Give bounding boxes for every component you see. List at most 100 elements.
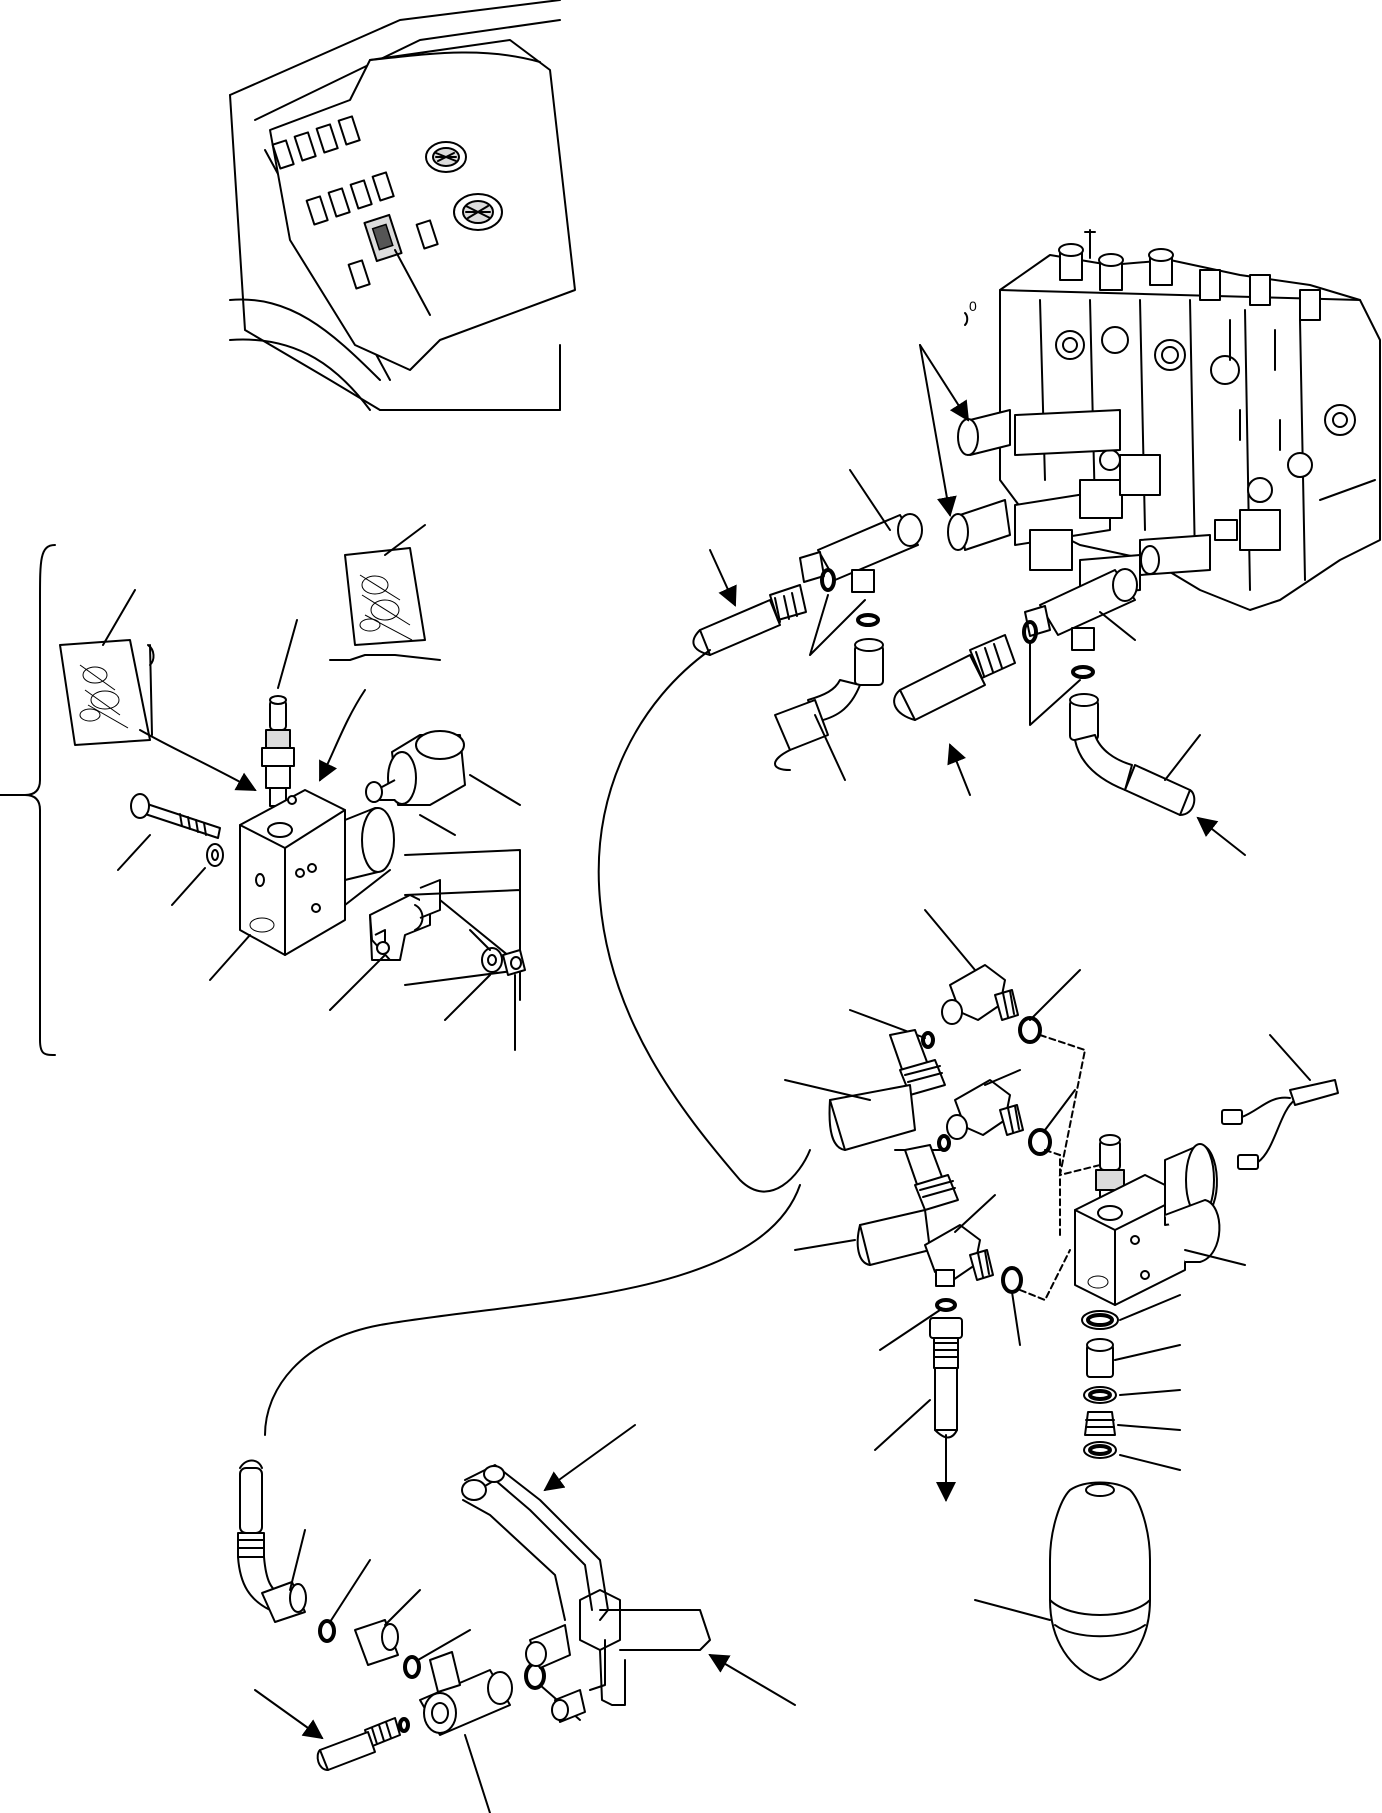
leader-acc-ring-3 <box>1119 1454 1181 1471</box>
hose-end-upper <box>784 1029 946 1151</box>
elbow-fitting-upper <box>849 909 1081 1049</box>
diagram-label: 0 <box>969 298 977 314</box>
o-ring <box>398 1717 410 1733</box>
mounting-bracket <box>329 879 441 1011</box>
solenoid-coil-back <box>344 807 395 906</box>
leader-bolt <box>117 834 151 871</box>
leader-tee-upper <box>849 469 891 531</box>
leader-adapter <box>1114 1344 1181 1361</box>
leader-hose-end-lower <box>874 1399 931 1451</box>
solenoid-valve-assembly <box>0 524 526 1056</box>
leader-o-ring-lower <box>1011 1291 1021 1346</box>
block-ports <box>947 409 1211 596</box>
o-ring <box>318 1619 336 1643</box>
leader-tee-right <box>1099 611 1136 641</box>
switch-row-lower <box>347 213 439 290</box>
o-ring <box>921 1031 935 1049</box>
leader-hose-loop <box>814 714 846 781</box>
connector-lower <box>1237 1154 1259 1170</box>
leader-hose-end-upper <box>784 1079 871 1101</box>
elbow-fitting-middle <box>894 1069 1076 1156</box>
valve-block <box>209 789 346 981</box>
hose-elbow-right <box>1069 693 1246 856</box>
o-ring <box>1001 1266 1023 1294</box>
arrow-port-upper <box>919 344 970 422</box>
switch-panel <box>229 0 576 411</box>
leader-elbow-lower <box>954 1194 996 1233</box>
accumulator-stack <box>974 1294 1181 1681</box>
hose-end-lower <box>874 1317 963 1502</box>
hose-loop-lower <box>264 1184 801 1436</box>
leader-valve-block <box>209 934 251 981</box>
elbow-fitting-lower <box>879 1194 1023 1351</box>
hose-elbow-upper <box>774 638 884 771</box>
leader-o-ring-middle <box>1044 1089 1076 1131</box>
leader-acc-ring-2 <box>1119 1389 1181 1396</box>
adapter-lower <box>354 1589 421 1666</box>
control-valve-block: 0 <box>919 229 1381 611</box>
connector-upper <box>1221 1109 1243 1125</box>
hose-lower-left <box>237 1459 307 1623</box>
nut-axis <box>469 929 491 951</box>
leader-sealant-left <box>102 589 136 646</box>
o-ring <box>937 1134 951 1152</box>
leader-adapter-lower <box>384 1589 421 1626</box>
tee-fitting-lower <box>419 1651 513 1813</box>
leader-elbow-upper <box>924 909 976 971</box>
leader-o-ring-lower-2 <box>417 1629 471 1661</box>
leader-cable <box>1269 1034 1311 1081</box>
o-ring <box>935 1298 957 1312</box>
o-ring <box>1018 1016 1042 1044</box>
leader-sealant-right <box>384 524 426 556</box>
solenoid-valve-right <box>1074 1034 1339 1306</box>
leader-bracket <box>329 954 386 1011</box>
tee-fitting-right <box>1024 568 1138 651</box>
o-ring <box>403 1655 421 1679</box>
arrow-hose-left-upper <box>709 549 737 607</box>
o-ring <box>1071 665 1095 679</box>
switch-row-upper <box>271 115 361 170</box>
hose-loop-long <box>597 649 811 1193</box>
alignment-line-lower <box>1019 1249 1071 1302</box>
leader-hose-lower-left <box>289 1529 306 1591</box>
o-ring <box>1028 1128 1052 1156</box>
leader-o-ring-lower-1 <box>329 1559 371 1623</box>
hose-tip-lower <box>254 1689 401 1771</box>
nipple-fitting <box>1084 1411 1116 1436</box>
sealant-tube-left <box>59 589 151 746</box>
leader-switch <box>394 249 431 316</box>
arrow-sealant-right <box>319 689 366 782</box>
switch-row-middle <box>305 171 395 226</box>
leader-coil-front <box>419 814 456 836</box>
leader-acc-ring-1 <box>1119 1294 1181 1321</box>
leader-o-rings-right <box>1029 641 1081 726</box>
alignment-line-middle <box>1044 1149 1061 1236</box>
leader-o-rings-upper <box>809 594 866 656</box>
leader-nipple <box>1117 1424 1181 1431</box>
leader-coil-back <box>344 869 391 906</box>
alignment-line-upper <box>1039 1034 1101 1177</box>
arrow-sealant-left <box>139 729 257 791</box>
o-ring <box>856 613 880 627</box>
solenoid-coil-front <box>365 730 521 836</box>
arrow-hose-elbow-right <box>1196 816 1246 856</box>
nut-washer <box>444 947 526 1051</box>
leader-accumulator <box>974 1599 1051 1621</box>
leader-elbow-middle <box>984 1069 1021 1086</box>
arrow-pipe-frame-right <box>708 1653 796 1706</box>
leader-cartridge <box>277 619 298 689</box>
pipe-frame-lower <box>461 1424 796 1723</box>
arrow-hose-right-middle <box>947 743 971 796</box>
leader-hose-end-middle <box>794 1239 856 1251</box>
knob-lower <box>453 193 503 231</box>
leader-hose-elbow-right <box>1164 734 1201 781</box>
leader-nut-washer <box>444 974 491 1021</box>
leader-solenoid-right <box>1184 1249 1246 1266</box>
hose-right-middle <box>893 620 1095 796</box>
leader-tee-lower <box>464 1734 491 1813</box>
arrow-pipe-frame-upper <box>543 1424 636 1492</box>
bolt <box>117 793 221 871</box>
tee-fitting-upper <box>799 469 923 593</box>
